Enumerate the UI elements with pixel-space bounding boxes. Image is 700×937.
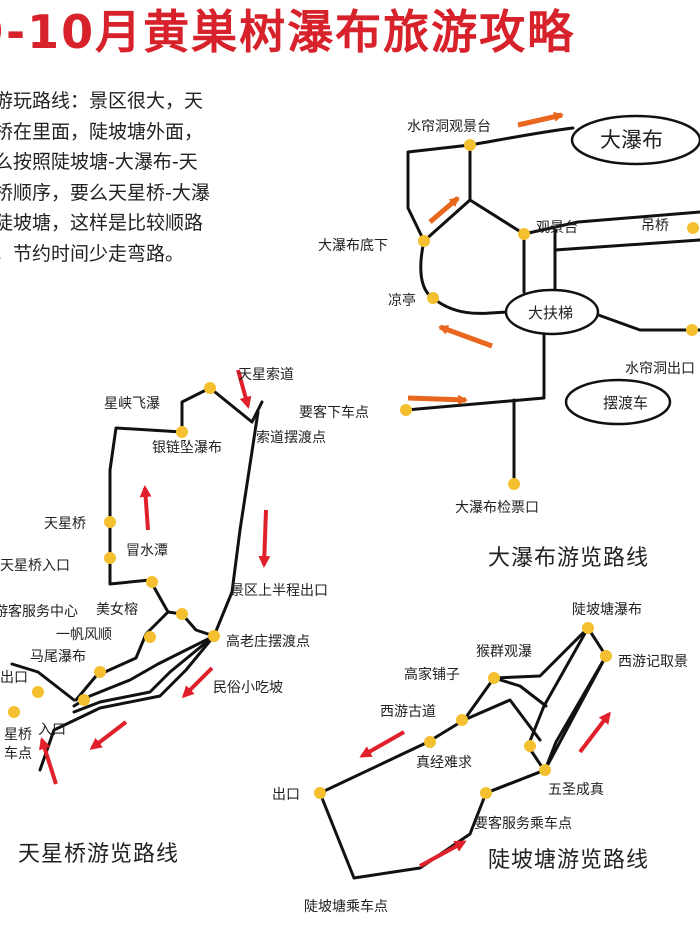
big-waterfall-oval-label: 大瀑布 — [600, 128, 663, 152]
label-xingxia-feipu: 星峡飞瀑 — [104, 396, 160, 412]
label-tianxing-suodao: 天星索道 — [238, 366, 294, 383]
label-tianxing-rukou2: 入口 — [38, 722, 66, 738]
label-doupotang-chukou: 出口 — [272, 787, 300, 803]
label-jingqu-exit: 景区上半程出口 — [230, 583, 328, 599]
label-doupotang-stop: 陡坡塘乘车点 — [304, 898, 388, 915]
label-zhenjing-nanqiu: 真经难求 — [416, 755, 472, 771]
page-title: 9-10月黄巣树瀑布旅游攻略 — [0, 5, 576, 59]
label-yaoke-xiache: 要客下车点 — [299, 404, 369, 421]
label-chedian: 车点 — [4, 745, 32, 762]
tianxingqiao-route-title: 天星桥游览路线 — [18, 842, 179, 867]
label-shuiliandong-exit: 水帘洞出口 — [625, 361, 695, 377]
tianxingqiao-route — [10, 386, 264, 772]
label-tianxing-chukou: 出口 — [0, 670, 28, 686]
label-pubu-dixia: 大瀑布底下 — [318, 238, 388, 254]
label-xiyou-quqing: 西游记取景 — [618, 654, 688, 670]
label-tianxingqiao-rukou: 天星桥入口 — [0, 558, 70, 574]
label-guanjingtai: 观景台 — [536, 220, 578, 236]
label-xiyou-gudao: 西游古道 — [380, 704, 436, 720]
intro-paragraph: 游玩路线：景区很大，天 桥在里面，陡坡塘外面， 么按照陡坡塘-大瀑布-天 桥顺序… — [0, 90, 210, 265]
label-diaoqiao: 吊桥 — [641, 218, 669, 234]
label-xingqiao-stop: 星桥 — [4, 727, 32, 743]
label-suodao-baidu: 索道摆渡点 — [256, 429, 326, 446]
doupotang-stops — [314, 622, 612, 799]
label-yinlian-pubu: 银链坠瀑布 — [152, 440, 222, 456]
doupotang-arrows — [359, 711, 611, 868]
label-youke-stop: 要客服务乘车点 — [474, 815, 572, 832]
tianxingqiao-stops — [8, 382, 220, 718]
dapubu-route-title: 大瀑布游览路线 — [488, 546, 649, 571]
dapubu-ovals — [504, 114, 700, 426]
doupotang-route-title: 陡坡塘游览路线 — [488, 848, 649, 873]
label-shuiliandong-view: 水帘洞观景台 — [407, 119, 491, 135]
label-houqun-guanpu: 猴群观瀑 — [476, 644, 532, 660]
label-jianpiaokou: 大瀑布检票口 — [455, 500, 539, 516]
label-youke-center: 游客服务中心 — [0, 603, 78, 620]
label-gaojia-puzi: 高家铺子 — [404, 666, 460, 683]
label-wusheng-chengzhen: 五圣成真 — [548, 782, 604, 798]
dapubu-stops — [400, 139, 699, 490]
dapubu-arrows — [407, 111, 564, 405]
label-liangting: 凉亭 — [388, 292, 416, 309]
label-maoshuitan: 冒水潭 — [126, 542, 168, 559]
label-tianxingqiao: 天星桥 — [44, 516, 86, 532]
label-doupotang-pubu: 陡坡塘瀑布 — [572, 602, 642, 618]
label-minsu-xiaochi: 民俗小吃坡 — [213, 680, 283, 696]
label-mawei-pubu: 马尾瀑布 — [30, 649, 86, 665]
escalator-oval-label: 大扶梯 — [528, 304, 573, 322]
label-meinvrong: 美女榕 — [96, 601, 138, 618]
tianxingqiao-arrows — [39, 369, 271, 785]
ferry-oval-label: 摆渡车 — [603, 394, 648, 412]
label-gaolaozhuang: 高老庄摆渡点 — [226, 633, 310, 650]
label-yifan-fengshun: 一帆风顺 — [56, 627, 112, 643]
